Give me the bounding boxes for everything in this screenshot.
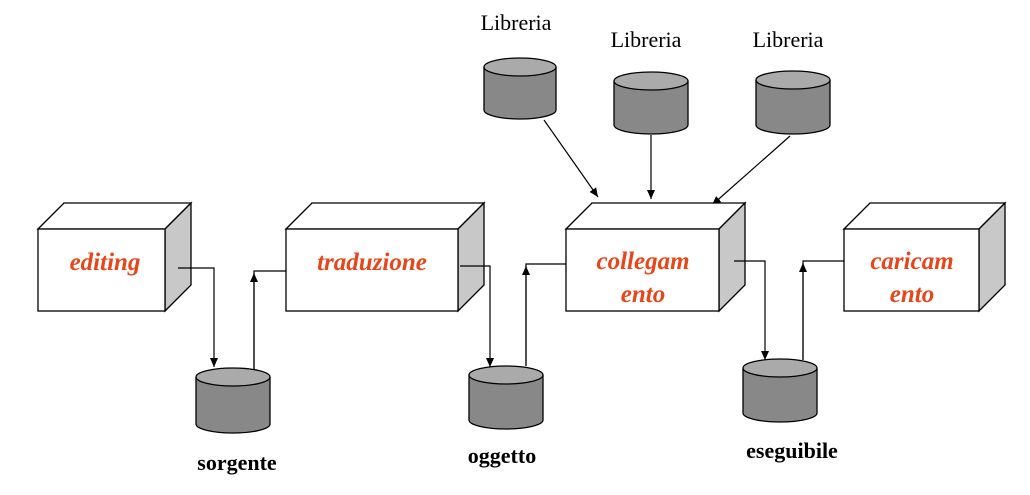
editing-to-sorgente-arrow: [178, 267, 218, 367]
library-1-label: Libreria: [481, 10, 552, 35]
collegamento-label-line-1: collegam: [596, 248, 689, 275]
eseguibile-cylinder: [742, 368, 818, 423]
store-oggetto: oggetto: [468, 365, 544, 468]
sorgente-label: sorgente: [197, 450, 277, 475]
library-3-cylinder-top: [755, 70, 831, 90]
process-traduzione: traduzione: [284, 201, 486, 313]
process-editing: editing: [36, 201, 193, 313]
library-3: Libreria: [753, 27, 831, 135]
sorgente-cylinder-top: [195, 367, 271, 387]
collegamento-box-top: [564, 202, 747, 230]
library-3-arrow: [711, 135, 791, 206]
collegamento-box-front: [565, 228, 720, 312]
caricamento-label-line-2: ento: [890, 281, 934, 308]
store-sorgente: sorgente: [195, 367, 277, 475]
oggetto-cylinder-top: [468, 365, 544, 385]
eseguibile-to-caricamento-line: [802, 260, 844, 360]
library-2-label: Libreria: [611, 27, 682, 52]
traduzione-to-oggetto-arrow: [460, 265, 494, 367]
library-2-cylinder-top: [613, 71, 689, 91]
library-2: Libreria: [611, 27, 689, 135]
collegamento-label-line-2: ento: [621, 281, 665, 308]
eseguibile-label: eseguibile: [746, 438, 838, 463]
oggetto-label: oggetto: [468, 443, 536, 468]
library-1-cylinder: [483, 67, 557, 120]
oggetto-cylinder: [468, 375, 544, 430]
library-1-cylinder-top: [483, 57, 557, 77]
traduzione-box-front: [285, 228, 459, 312]
library-3-cylinder: [755, 80, 831, 135]
sorgente-cylinder: [195, 377, 271, 434]
library-1: Libreria: [481, 10, 557, 120]
sorgente-to-traduzione-line: [253, 270, 286, 369]
caricamento-label-line-1: caricam: [870, 248, 953, 275]
library-1-arrow: [543, 119, 599, 198]
eseguibile-cylinder-top: [742, 358, 818, 378]
caricamento-box-top: [842, 202, 1007, 230]
process-caricamento: caricam ento: [842, 201, 1007, 313]
traduzione-box-top: [284, 202, 486, 230]
collegamento-to-eseguibile-arrow: [734, 260, 769, 360]
library-3-label: Libreria: [753, 27, 824, 52]
editing-label: editing: [70, 249, 141, 276]
process-collegamento: collegam ento: [564, 201, 747, 313]
store-eseguibile: eseguibile: [742, 358, 838, 463]
library-2-cylinder: [613, 81, 689, 135]
traduzione-label: traduzione: [317, 249, 427, 276]
caricamento-box-front: [843, 228, 980, 312]
editing-box-front: [37, 228, 166, 312]
oggetto-to-collegamento-line: [525, 263, 566, 366]
